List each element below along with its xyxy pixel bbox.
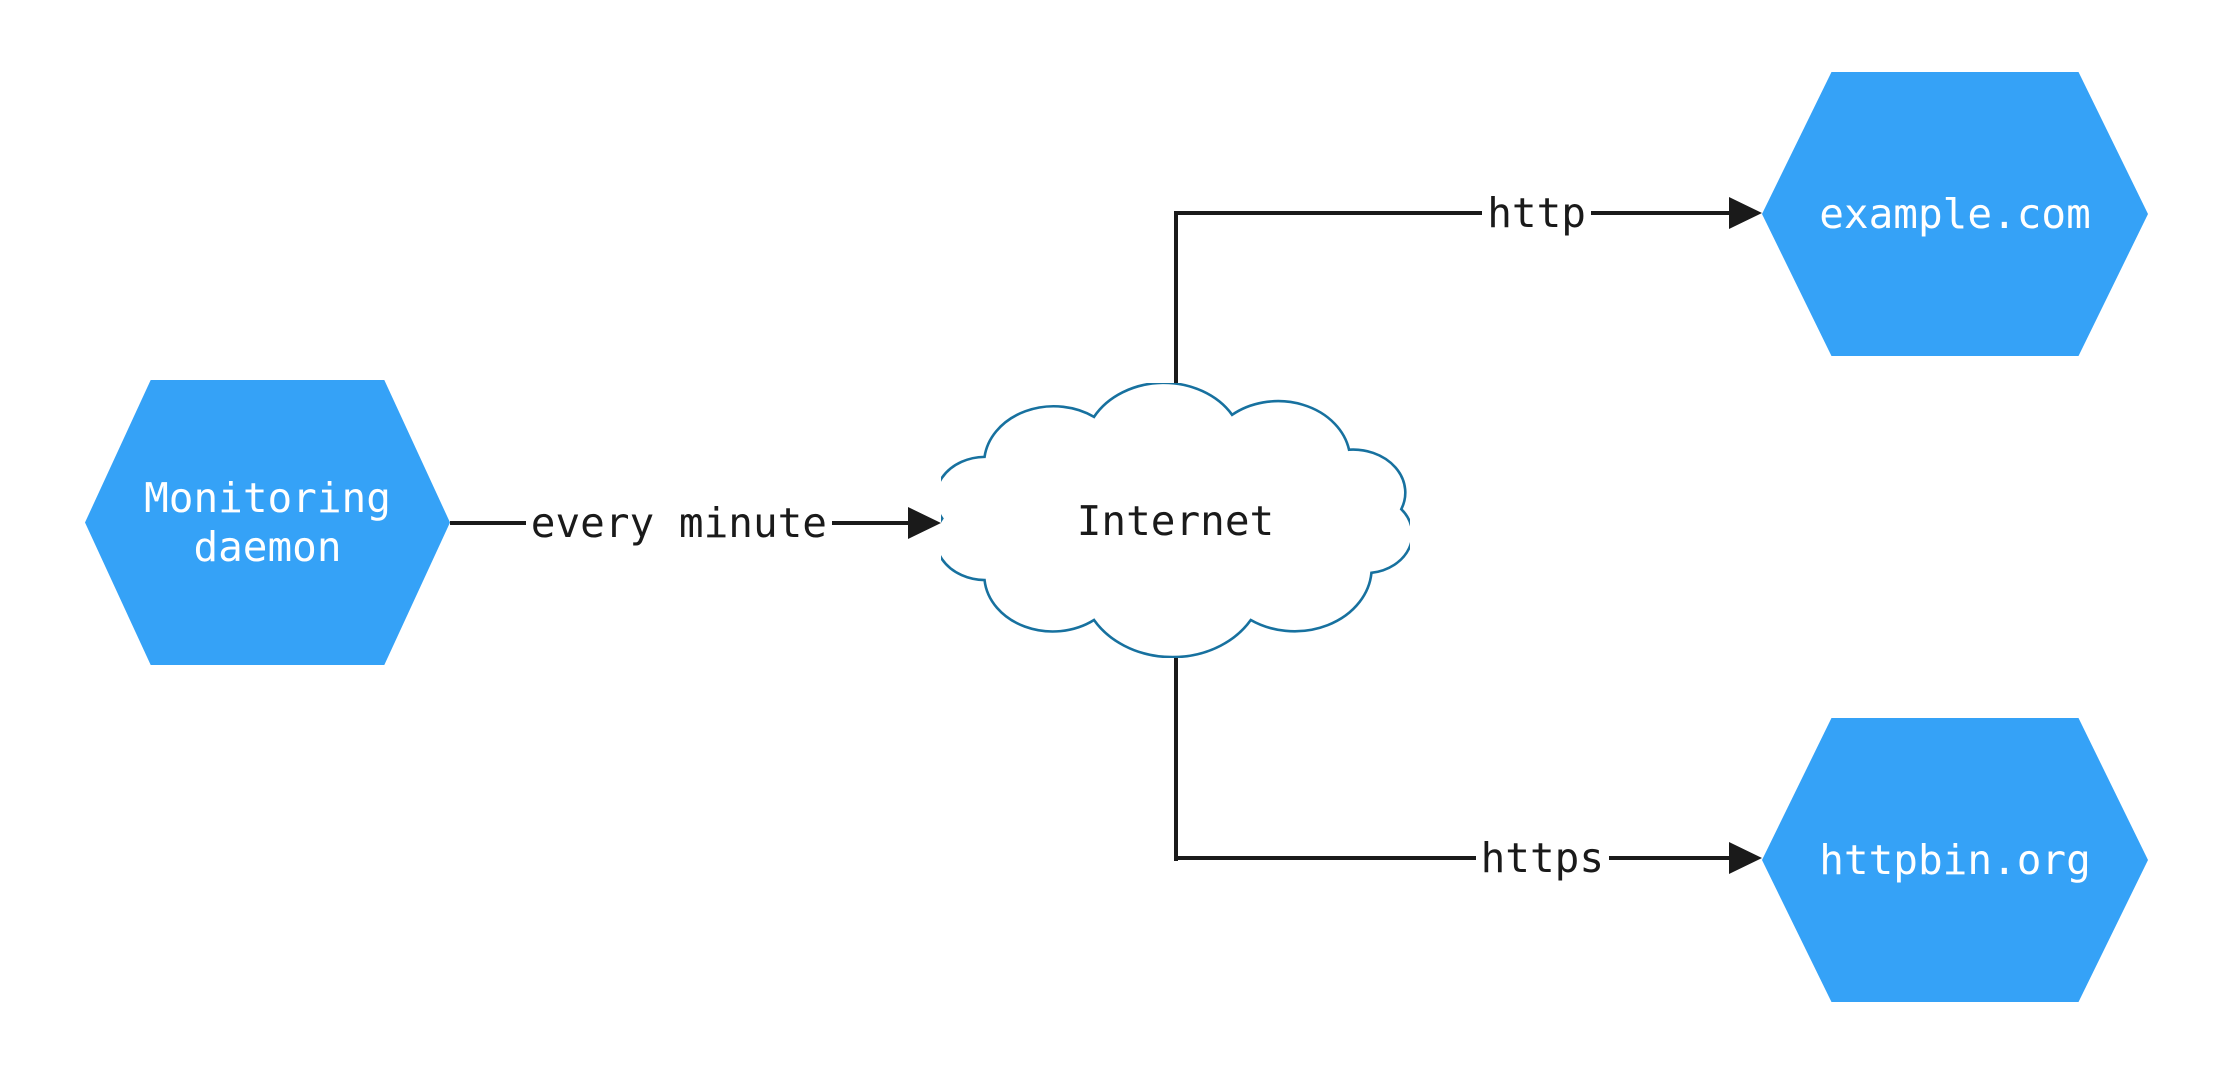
edge-line [1174, 856, 1476, 860]
edge-line [1174, 211, 1483, 215]
edge-line [1591, 211, 1729, 215]
node-label-example-com: example.com [1819, 189, 2091, 238]
edge-https: https [1174, 834, 1762, 882]
edge-http: http [1174, 189, 1762, 237]
node-example-com: example.com [1762, 72, 2148, 356]
arrowhead-right-icon [1729, 842, 1762, 874]
edge-label-http: http [1487, 189, 1586, 237]
edge-http-vertical-line [1174, 211, 1178, 451]
edge-label-https: https [1480, 834, 1604, 882]
edge-line [1609, 856, 1729, 860]
arrowhead-right-icon [1729, 197, 1762, 229]
node-monitoring-daemon: Monitoring daemon [85, 380, 450, 665]
cloud-icon [941, 383, 1410, 658]
node-label-internet: Internet [1076, 496, 1275, 545]
node-httpbin-org: httpbin.org [1762, 718, 2148, 1002]
node-label-monitoring-daemon: Monitoring daemon [144, 474, 391, 571]
edge-line [450, 521, 526, 525]
edge-every-minute: every minute [450, 499, 941, 547]
arrowhead-right-icon [908, 507, 941, 539]
edge-line [832, 521, 908, 525]
edge-label-every-minute: every minute [530, 499, 827, 547]
node-label-httpbin-org: httpbin.org [1819, 835, 2091, 884]
node-internet: Internet [941, 383, 1410, 658]
edge-https-vertical-line [1174, 610, 1178, 861]
